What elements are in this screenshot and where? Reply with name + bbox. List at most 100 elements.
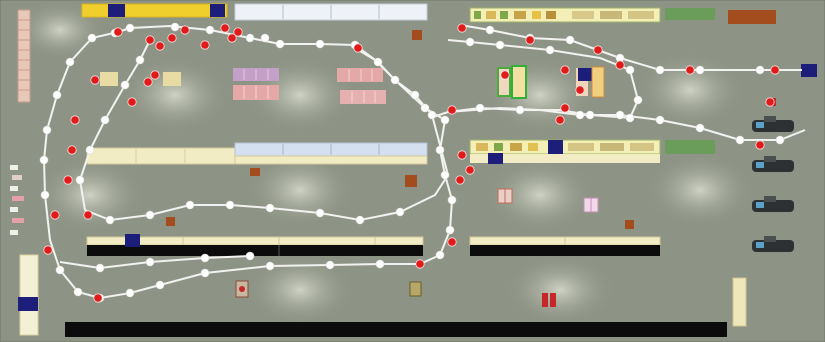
- track-node-free[interactable]: [373, 57, 383, 67]
- track-node-free[interactable]: [42, 125, 52, 135]
- track-node-occupied[interactable]: [83, 210, 93, 220]
- track-node-free[interactable]: [65, 57, 75, 67]
- track-node-free[interactable]: [775, 135, 785, 145]
- track-node-occupied[interactable]: [615, 60, 625, 70]
- track-node-free[interactable]: [155, 280, 165, 290]
- track-node-free[interactable]: [585, 110, 595, 120]
- track-node-free[interactable]: [95, 263, 105, 273]
- track-node-free[interactable]: [735, 135, 745, 145]
- track-node-free[interactable]: [245, 33, 255, 43]
- track-node-occupied[interactable]: [233, 27, 243, 37]
- track-node-free[interactable]: [265, 203, 275, 213]
- track-node-free[interactable]: [52, 90, 62, 100]
- track-node-occupied[interactable]: [155, 41, 165, 51]
- track-node-occupied[interactable]: [43, 245, 53, 255]
- track-node-occupied[interactable]: [227, 33, 237, 43]
- track-node-free[interactable]: [100, 115, 110, 125]
- top-yellow-marker[interactable]: [108, 4, 125, 17]
- track-node-free[interactable]: [275, 39, 285, 49]
- mid-status-panel[interactable]: [469, 139, 661, 163]
- track-node-free[interactable]: [575, 110, 585, 120]
- track-node-free[interactable]: [200, 268, 210, 278]
- track-node-occupied[interactable]: [70, 115, 80, 125]
- wagon-pink-purple[interactable]: [233, 68, 279, 81]
- track-node-free[interactable]: [465, 37, 475, 47]
- track-node-occupied[interactable]: [770, 65, 780, 75]
- track-node-free[interactable]: [145, 257, 155, 267]
- track-node-occupied[interactable]: [353, 43, 363, 53]
- track-node-free[interactable]: [120, 80, 130, 90]
- track-node-occupied[interactable]: [63, 175, 73, 185]
- lower-navy-marker[interactable]: [125, 234, 140, 247]
- track-node-occupied[interactable]: [143, 77, 153, 87]
- track-node-free[interactable]: [75, 175, 85, 185]
- wagon-bottom[interactable]: [409, 281, 422, 297]
- signal-unit-green[interactable]: [497, 65, 527, 99]
- track-node-occupied[interactable]: [93, 293, 103, 303]
- track-node-occupied[interactable]: [447, 105, 457, 115]
- track-node-free[interactable]: [40, 190, 50, 200]
- track-node-occupied[interactable]: [457, 150, 467, 160]
- track-node-free[interactable]: [87, 33, 97, 43]
- track-node-free[interactable]: [515, 105, 525, 115]
- top-status-panel[interactable]: [469, 7, 661, 23]
- track-node-occupied[interactable]: [755, 140, 765, 150]
- track-node-free[interactable]: [615, 110, 625, 120]
- bottom-black-platform[interactable]: [65, 322, 727, 337]
- brown-marker[interactable]: [625, 220, 634, 229]
- track-node-free[interactable]: [395, 207, 405, 217]
- right-navy-marker[interactable]: [801, 64, 817, 77]
- track-node-occupied[interactable]: [127, 97, 137, 107]
- parked-vehicle[interactable]: [752, 156, 794, 172]
- lower-platform-right[interactable]: [469, 236, 661, 256]
- track-node-free[interactable]: [495, 40, 505, 50]
- track-node-free[interactable]: [325, 260, 335, 270]
- track-node-occupied[interactable]: [447, 237, 457, 247]
- track-node-free[interactable]: [390, 75, 400, 85]
- brown-marker[interactable]: [166, 217, 175, 226]
- track-node-free[interactable]: [170, 22, 180, 32]
- track-node-free[interactable]: [625, 113, 635, 123]
- top-yellow-marker[interactable]: [210, 4, 225, 17]
- top-yellow-platform[interactable]: [81, 3, 228, 18]
- track-node-occupied[interactable]: [90, 75, 100, 85]
- track-node-free[interactable]: [225, 200, 235, 210]
- track-node-occupied[interactable]: [113, 27, 123, 37]
- track-node-free[interactable]: [427, 110, 437, 120]
- track-node-free[interactable]: [315, 39, 325, 49]
- mid-platform-blue[interactable]: [234, 142, 428, 165]
- left-navy-marker[interactable]: [18, 297, 38, 311]
- track-node-occupied[interactable]: [555, 115, 565, 125]
- track-node-occupied[interactable]: [575, 85, 585, 95]
- wagon-bottom[interactable]: [235, 280, 249, 298]
- track-node-occupied[interactable]: [685, 65, 695, 75]
- track-node-free[interactable]: [755, 65, 765, 75]
- track-node-free[interactable]: [355, 215, 365, 225]
- cream-block[interactable]: [163, 72, 181, 86]
- track-node-free[interactable]: [260, 33, 270, 43]
- track-node-occupied[interactable]: [150, 70, 160, 80]
- right-pale-platform[interactable]: [732, 277, 747, 327]
- parked-vehicle[interactable]: [752, 196, 794, 212]
- lower-platform-left[interactable]: [86, 236, 424, 256]
- track-node-occupied[interactable]: [593, 45, 603, 55]
- track-node-occupied[interactable]: [180, 25, 190, 35]
- track-node-occupied[interactable]: [145, 35, 155, 45]
- track-node-free[interactable]: [410, 90, 420, 100]
- track-node-free[interactable]: [39, 155, 49, 165]
- top-blue-panel[interactable]: [234, 3, 428, 21]
- track-node-occupied[interactable]: [50, 210, 60, 220]
- track-node-occupied[interactable]: [457, 23, 467, 33]
- track-node-free[interactable]: [245, 251, 255, 261]
- top-green-block[interactable]: [665, 8, 715, 20]
- track-node-occupied[interactable]: [465, 165, 475, 175]
- track-node-free[interactable]: [475, 103, 485, 113]
- cream-block[interactable]: [100, 72, 118, 86]
- wagon-pink[interactable]: [337, 68, 383, 82]
- track-node-occupied[interactable]: [167, 33, 177, 43]
- top-brown-block[interactable]: [728, 10, 776, 24]
- mid-navy-marker[interactable]: [488, 153, 503, 164]
- track-node-occupied[interactable]: [455, 175, 465, 185]
- track-node-free[interactable]: [185, 200, 195, 210]
